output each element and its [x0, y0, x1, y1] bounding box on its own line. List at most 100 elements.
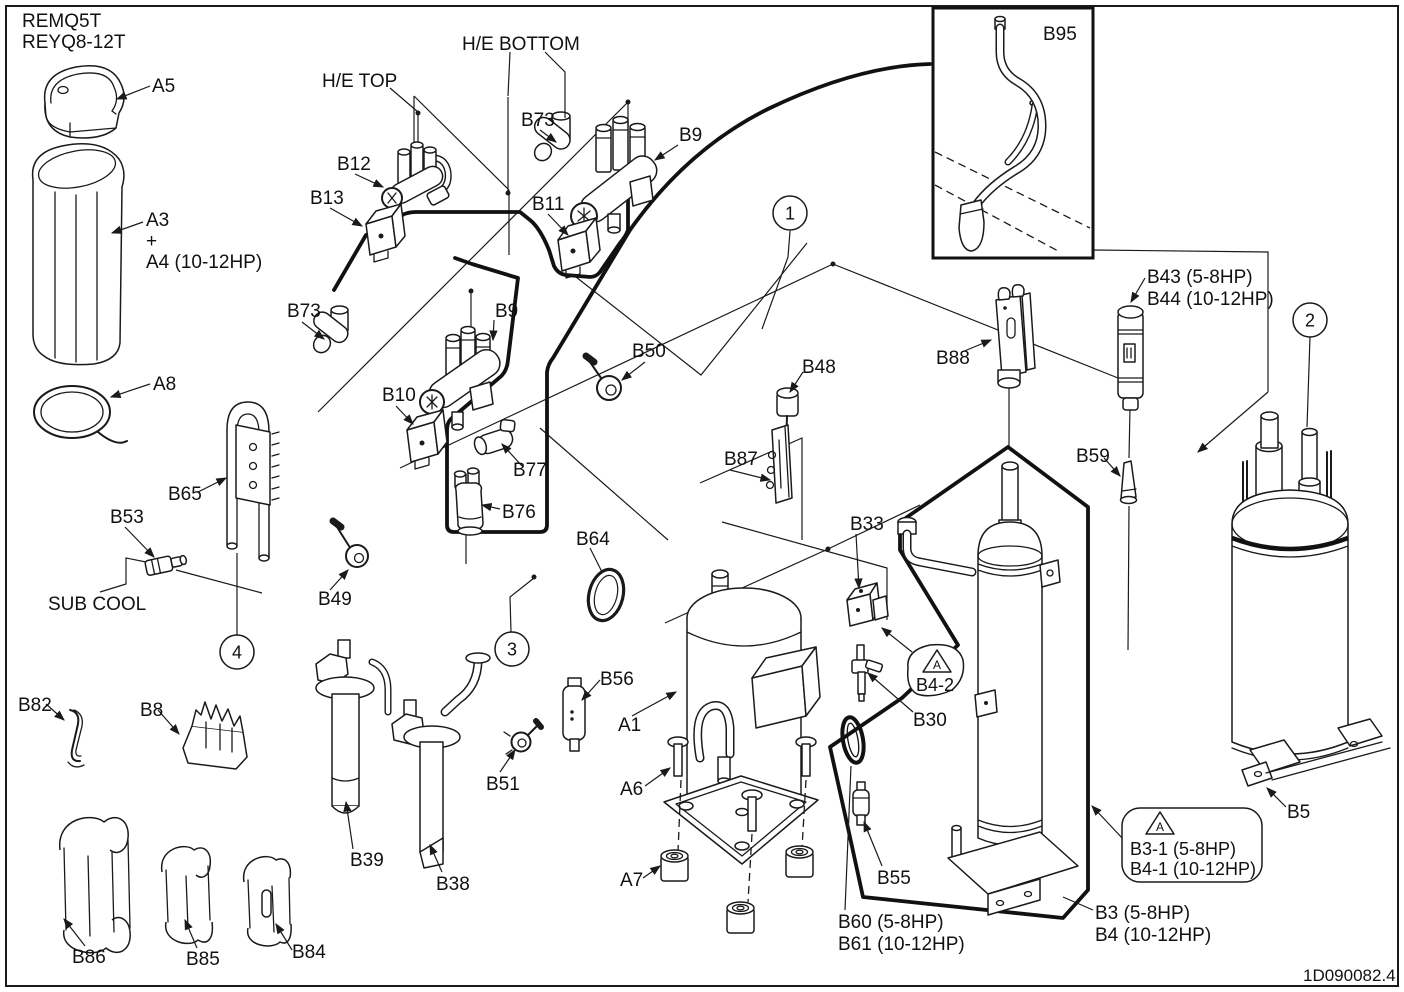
callout-b61: B61 (10-12HP): [838, 934, 965, 955]
callout-b8: B8: [140, 700, 163, 721]
balloon-2: 2: [1292, 302, 1328, 338]
balloon-3: 3: [494, 631, 530, 667]
callout-b30: B30: [913, 710, 947, 731]
callout-b82: B82: [18, 695, 52, 716]
part-b10-coil: [406, 409, 448, 470]
part-b12-valve-assembly: [381, 141, 452, 209]
part-b86-clamp: [59, 816, 131, 954]
balloon-3-number: 3: [507, 640, 517, 660]
part-b82-clip: [67, 709, 85, 768]
part-b30-valve: [851, 644, 884, 702]
callout-a1: A1: [618, 715, 641, 736]
callout-b50: B50: [632, 341, 666, 362]
callout-b73-mid: B73: [287, 301, 321, 322]
callout-b85: B85: [186, 949, 220, 970]
part-b11-coil: [557, 217, 601, 279]
model-title-line2: REYQ8-12T: [22, 32, 126, 53]
callout-a7: A7: [620, 870, 643, 891]
callout-b10: B10: [382, 385, 416, 406]
part-b76-joint: [453, 467, 484, 536]
callout-b44: B44 (10-12HP): [1147, 289, 1274, 310]
part-b85-clamp: [161, 846, 214, 945]
callout-b13: B13: [310, 188, 344, 209]
part-a8-ring: [33, 385, 128, 444]
warning-b3-1-letter: A: [1156, 820, 1164, 834]
callout-b77: B77: [513, 460, 547, 481]
callout-b38: B38: [436, 874, 470, 895]
callout-b9-top: B9: [679, 125, 702, 146]
callout-b55: B55: [877, 868, 911, 889]
callout-b88: B88: [936, 348, 970, 369]
callout-a8: A8: [153, 374, 176, 395]
model-title-line1: REMQ5T: [22, 11, 102, 32]
callout-a5: A5: [152, 76, 175, 97]
callout-a3-plus: +: [146, 231, 157, 252]
part-b51-fitting: [503, 718, 544, 755]
part-b88-bracket: [995, 284, 1036, 389]
callout-b48: B48: [802, 357, 836, 378]
callout-b84: B84: [292, 942, 326, 963]
callout-a4: A4 (10-12HP): [146, 252, 262, 273]
part-b84-clamp: [243, 856, 292, 947]
part-b55-valve: [852, 781, 870, 826]
balloon-2-number: 2: [1305, 311, 1315, 331]
callout-b59: B59: [1076, 446, 1110, 467]
b95-inset-box: [931, 6, 1095, 260]
callout-b56: B56: [600, 669, 634, 690]
callout-b65: B65: [168, 484, 202, 505]
part-b43-b44-solenoid: [1117, 305, 1144, 411]
part-b33-coil: [846, 582, 889, 627]
callout-a6: A6: [620, 779, 643, 800]
part-b13-coil: [365, 203, 406, 263]
callout-b33: B33: [850, 514, 884, 535]
warning-b3-1-text: B3-1 (5-8HP): [1130, 839, 1236, 859]
callout-b76: B76: [502, 502, 536, 523]
balloon-1: 1: [772, 195, 808, 231]
warning-b4-2-text: B4-2: [916, 675, 954, 695]
callout-b11: B11: [532, 194, 564, 215]
callout-b87: B87: [724, 449, 758, 470]
balloon-4-number: 4: [232, 643, 242, 663]
part-b53-fitting: [144, 554, 188, 576]
part-b65-heat-exchanger: [226, 401, 280, 562]
callout-b5: B5: [1287, 802, 1310, 823]
callout-b51: B51: [486, 774, 520, 795]
callout-b3: B3 (5-8HP): [1095, 903, 1190, 924]
part-b39-valve: [315, 639, 392, 814]
part-b8-clamp: [182, 701, 248, 770]
part-b59-cone: [1119, 460, 1138, 505]
callout-b39: B39: [350, 850, 384, 871]
part-b38-valve: [391, 652, 491, 869]
callout-b53: B53: [110, 507, 144, 528]
section-label-he-top: H/E TOP: [322, 71, 397, 92]
warning-b4-2-letter: A: [933, 658, 941, 672]
part-b49-fitting: [329, 517, 369, 568]
warning-b4-2: A B4-2: [906, 643, 965, 697]
part-accumulator-tank: [1231, 411, 1349, 761]
part-b56-strainer: [562, 677, 586, 752]
balloon-1-number: 1: [785, 204, 795, 224]
callout-b12: B12: [337, 154, 371, 175]
section-label-sub-cool: SUB COOL: [48, 594, 146, 615]
part-b9-top-valve: [570, 115, 658, 234]
text-labels: REMQ5T REYQ8-12T 1D090082.4 H/E TOP H/E …: [18, 11, 1396, 985]
drawing-number: 1D090082.4: [1303, 966, 1396, 985]
callout-b9-mid: B9: [495, 301, 518, 322]
part-b60-b61-oring: [840, 715, 866, 765]
part-b50-fitting: [582, 352, 622, 401]
part-a3-a4-tube: [31, 143, 125, 366]
callout-a3: A3: [146, 210, 169, 231]
callout-b4: B4 (10-12HP): [1095, 925, 1211, 946]
callout-b43: B43 (5-8HP): [1147, 267, 1253, 288]
part-b87-bracket: [765, 424, 793, 504]
balloon-4: 4: [219, 634, 255, 670]
callout-b49: B49: [318, 589, 352, 610]
callout-b86: B86: [72, 947, 106, 968]
warning-b3-1-b4-1: A B3-1 (5-8HP) B4-1 (10-12HP): [1121, 807, 1263, 883]
part-b64-ring: [586, 567, 626, 623]
part-a6-a7-mounting: [660, 736, 819, 934]
warning-b4-1-text: B4-1 (10-12HP): [1130, 859, 1256, 879]
callout-b73-top: B73: [521, 110, 555, 131]
